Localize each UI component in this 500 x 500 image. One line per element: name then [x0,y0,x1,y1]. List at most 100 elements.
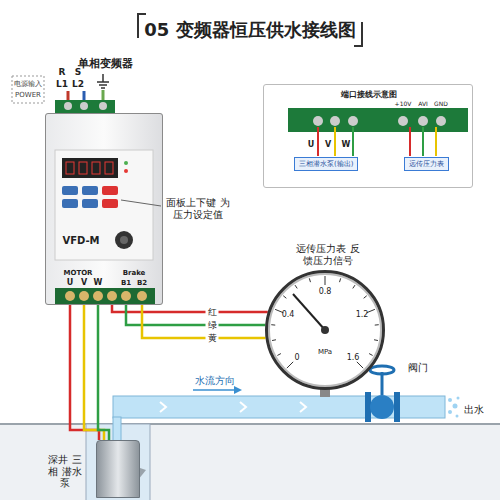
gauge-face [269,274,381,397]
label: B2 [137,279,147,287]
ground [0,424,500,500]
input-terminal [64,102,72,110]
gauge-face [320,389,330,397]
keypad [62,186,118,208]
water-splash [448,397,460,418]
label: +10V [395,101,412,108]
label: V [81,278,87,287]
power-box [12,76,44,103]
label: 阀门 [408,362,428,374]
label: AVI [418,101,428,108]
power-wire [67,91,70,101]
valve [370,395,394,419]
knob [115,231,133,249]
valve [394,392,400,422]
node-text: VFD-M [62,235,99,247]
valve [370,366,394,374]
port-panel-art [288,108,468,132]
gauge-tick [283,296,286,299]
label: 面板上下键 为压力设定值 [166,197,230,220]
pressure-gauge: 远传压力表 反馈压力信号 [265,270,385,390]
flow-chevron [160,402,306,412]
node-text: 远传压力表 反馈压力信号 [292,243,364,266]
input-terminal [99,102,107,110]
gauge-face [321,326,329,334]
flow-chevron [300,402,306,412]
label: U [67,278,74,287]
wire-label: 绿 [206,320,219,330]
display [62,158,118,178]
wire [98,305,109,440]
label: GND [434,101,448,108]
output-terminal [93,291,103,301]
wire [126,305,265,325]
port-panel-art [398,116,408,126]
ground-symbol [102,74,104,82]
label: L1 [56,79,68,89]
output-terminal [55,288,155,305]
port-panel-art [422,127,424,156]
ground [0,423,500,425]
water-splash [456,415,459,418]
output-terminal [107,291,117,301]
power-box [12,76,44,103]
label: 0.4 [282,310,295,319]
keypad [102,186,118,195]
pipe [113,417,121,441]
label: 电源输入 [14,80,42,88]
port-panel-art [435,127,437,156]
ground-symbol [97,81,109,83]
output-terminal [65,291,75,301]
inverter-box: 单相变频器VFD-M [45,113,163,305]
ground-symbol [99,84,107,86]
power-wire [102,90,105,101]
port-panel-art [334,127,336,156]
gauge-face [269,274,381,386]
display [124,169,128,173]
gauge-face [271,276,378,368]
wire-label: 黄 [206,333,219,343]
water-splash [457,397,460,400]
water-splash [453,404,458,409]
wire-label: 红 [206,307,219,317]
port-panel-art [313,116,323,126]
gauge-port-box: 远传压力表 [404,157,449,171]
flow-chevron [240,402,246,412]
node-text: 三相潜水泵(输出) [299,160,353,168]
port-panel-art [409,127,411,156]
leader-line [121,200,161,206]
valve [365,366,400,422]
port-panel-art [436,116,446,126]
display [124,161,128,165]
ground [0,424,500,500]
gauge-tick [364,296,367,299]
inverter-body [45,113,163,305]
ground-symbol [101,87,105,89]
input-terminal [55,100,115,113]
knob [115,231,133,249]
flow-arrow [193,386,242,394]
gauge-tick [369,354,373,356]
flow-arrow [193,389,236,391]
display [105,162,113,174]
power-wire [68,90,103,101]
node-text: 深井 三相 潜水泵 [47,454,83,489]
keypad [62,186,78,195]
output-box: 三相潜水泵(输出) [294,157,358,171]
output-terminal [55,288,155,305]
flow-chevron [160,402,166,412]
label: W [94,278,103,287]
label: 1.2 [356,310,369,319]
flow-arrow [234,386,242,394]
output-terminal [137,291,147,301]
label: V [325,140,331,149]
label: 出水 [464,404,484,416]
label: 1.6 [347,353,360,362]
gauge-tick [277,354,281,356]
port-panel-art [288,108,468,156]
diagram-title: 05 变频器恒压供水接线图 [144,20,355,41]
power-wire [83,91,86,101]
keypad [82,186,98,195]
label: L2 [72,79,84,89]
